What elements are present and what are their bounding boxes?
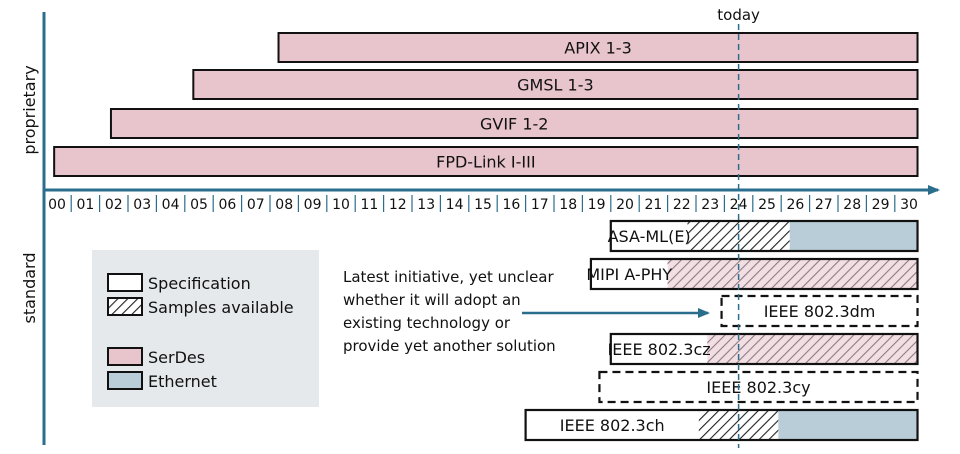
- legend-ethernet-swatch: [107, 371, 143, 390]
- proprietary-bar-fill: [109, 108, 919, 139]
- samples-tint: [667, 259, 918, 289]
- year-tick-label: 09: [304, 197, 322, 213]
- standard-bar-outline: [609, 219, 919, 253]
- year-tick-label: 19: [588, 197, 606, 213]
- legend-spec-swatch: [107, 273, 143, 292]
- annotation-line-2: whether it will adopt an: [343, 291, 521, 309]
- year-tick-label: 23: [701, 197, 719, 213]
- year-tick-label: 08: [275, 197, 293, 213]
- standard-bar-label: ASA-ML(E): [608, 227, 691, 246]
- legend-serdes-label: SerDes: [148, 348, 205, 367]
- year-tick-label: 11: [360, 197, 378, 213]
- proprietary-bar: FPD-Link I-III: [53, 146, 919, 177]
- year-tick-label: 21: [644, 197, 662, 213]
- annotation-line-1: Latest initiative, yet unclear: [343, 268, 554, 286]
- proprietary-bar-label: FPD-Link I-III: [436, 153, 535, 172]
- standard-bar: ASA-ML(E): [608, 219, 919, 253]
- standard-bar-outline: [609, 332, 919, 366]
- standard-bar-outline: [598, 370, 919, 404]
- family-segment: [789, 221, 918, 251]
- legend-serdes-swatch: [107, 347, 143, 366]
- year-tick-label: 04: [162, 197, 180, 213]
- standard-bar-outline: [720, 294, 919, 328]
- proprietary-bar-label: APIX 1-3: [564, 39, 632, 58]
- year-tick-label: 25: [758, 197, 776, 213]
- year-tick-label: 30: [900, 197, 918, 213]
- standard-bar-outline: [524, 408, 919, 442]
- year-tick-label: 27: [815, 197, 833, 213]
- proprietary-bar: APIX 1-3: [277, 32, 919, 63]
- legend-samples-swatch: [107, 297, 143, 316]
- year-tick-label: 00: [48, 197, 66, 213]
- year-tick-label: 02: [105, 197, 123, 213]
- year-tick-label: 18: [559, 197, 577, 213]
- year-tick-label: 01: [76, 197, 94, 213]
- year-tick-label: 29: [872, 197, 890, 213]
- proprietary-bar-fill: [277, 32, 919, 63]
- proprietary-bar: GMSL 1-3: [192, 69, 919, 100]
- year-tick-label: 16: [502, 197, 520, 213]
- year-tick-label: 20: [616, 197, 634, 213]
- year-tick-label: 03: [133, 197, 151, 213]
- legend-spec-label: Specification: [148, 274, 251, 293]
- proprietary-axis-label: proprietary: [20, 65, 39, 154]
- standard-bar: IEEE 802.3ch: [524, 408, 919, 442]
- proprietary-bar: GVIF 1-2: [109, 108, 919, 139]
- year-tick-label: 12: [389, 197, 407, 213]
- proprietary-bar-label: GVIF 1-2: [480, 115, 548, 134]
- standard-bar-label: MIPI A-PHY: [586, 265, 672, 284]
- standard-bar-label: IEEE 802.3ch: [560, 416, 665, 435]
- year-tick-label: 05: [190, 197, 208, 213]
- year-tick-label: 06: [218, 197, 236, 213]
- year-tick-label: 26: [786, 197, 804, 213]
- samples-tint: [707, 334, 918, 364]
- spec-segment: [721, 296, 918, 326]
- annotation-line-4: provide yet another solution: [343, 337, 556, 355]
- year-tick-label: 28: [843, 197, 861, 213]
- standard-bar-label: IEEE 802.3dm: [764, 302, 876, 321]
- standard-bar: IEEE 802.3dm: [720, 294, 919, 328]
- standard-bar-label: IEEE 802.3cy: [706, 378, 810, 397]
- legend-samples-label: Samples available: [148, 298, 294, 317]
- proprietary-bar-label: GMSL 1-3: [517, 76, 594, 95]
- year-tick-labels: 00 01 02 03 04 05 06 07 08 09 10 11 12 13 14 15 16 17 18 19…: [48, 195, 918, 213]
- proprietary-bar-fill: [192, 69, 919, 100]
- year-tick-label: 07: [247, 197, 265, 213]
- legend-ethernet-label: Ethernet: [148, 372, 217, 391]
- year-tick-label: 13: [417, 197, 435, 213]
- year-tick-label: 15: [474, 197, 492, 213]
- standard-bar-outline: [589, 257, 919, 291]
- standard-bar: MIPI A-PHY: [586, 257, 919, 291]
- today-label: today: [717, 6, 760, 24]
- annotation: Latest initiative, yet unclear whether i…: [343, 268, 710, 355]
- year-tick-label: 17: [531, 197, 549, 213]
- standard-bar-label: IEEE 802.3cz: [608, 340, 711, 359]
- proprietary-bar-fill: [53, 146, 919, 177]
- spec-segment: [599, 372, 918, 402]
- standard-bar: IEEE 802.3cy: [598, 370, 919, 404]
- year-tick-label: 22: [673, 197, 691, 213]
- family-segment: [778, 410, 918, 440]
- standard-axis-label: standard: [20, 253, 39, 324]
- annotation-line-3: existing technology or: [343, 314, 511, 332]
- year-tick-label: 10: [332, 197, 350, 213]
- standard-bar: IEEE 802.3cz: [608, 332, 919, 366]
- year-tick-label: 14: [446, 197, 464, 213]
